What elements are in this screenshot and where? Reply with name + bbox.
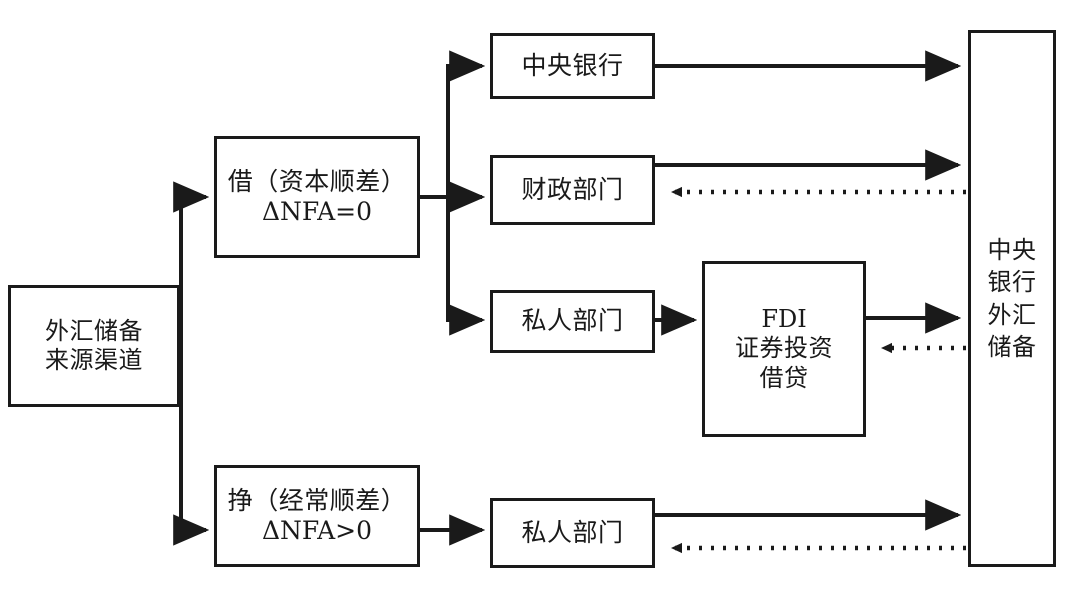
node-earn-line-2: ΔNFA>0 (261, 516, 372, 545)
node-private-sector-upper[interactable]: 私人部门 (490, 290, 655, 353)
node-source-channels[interactable]: 外汇储备 来源渠道 (8, 285, 180, 407)
node-source-line-1: 外汇储备 (45, 316, 143, 345)
node-fdi-line-3: 借贷 (759, 363, 809, 392)
node-central-bank-fx-reserves[interactable]: 中央 银行 外汇 储备 (968, 30, 1056, 567)
node-fiscal-department[interactable]: 财政部门 (490, 155, 655, 225)
node-source-line-2: 来源渠道 (45, 346, 143, 374)
node-reserves-line-4: 储备 (987, 332, 1037, 361)
node-fdi-line-2: 证券投资 (735, 334, 833, 363)
node-reserves-line-2: 银行 (987, 268, 1037, 297)
edge-borrow-to-private-upper (446, 197, 486, 336)
edge-source-to-borrow (173, 181, 210, 348)
node-fdi-line-1: FDI (761, 305, 807, 334)
node-reserves-line-1: 中央 (987, 235, 1037, 264)
node-central-bank[interactable]: 中央银行 (490, 33, 655, 99)
node-private-lower-label: 私人部门 (521, 517, 624, 547)
node-fdi-portfolio-lending[interactable]: FDI 证券投资 借贷 (702, 261, 866, 437)
node-borrow-line-2: ΔNFA=0 (261, 197, 372, 226)
node-reserves-line-3: 外汇 (987, 300, 1037, 329)
node-private-sector-lower[interactable]: 私人部门 (490, 498, 655, 568)
node-private-upper-label: 私人部门 (521, 306, 624, 336)
edge-borrow-to-central-bank (420, 50, 486, 199)
node-earn-current-surplus[interactable]: 挣（经常顺差） ΔNFA>0 (214, 465, 420, 567)
node-borrow-line-1: 借（资本顺差） (227, 166, 407, 196)
node-borrow-capital-surplus[interactable]: 借（资本顺差） ΔNFA=0 (214, 136, 420, 258)
edge-source-to-earn (173, 344, 210, 546)
node-fiscal-label: 财政部门 (521, 174, 624, 204)
node-central-bank-label: 中央银行 (521, 50, 624, 80)
node-earn-line-1: 挣（经常顺差） (227, 485, 407, 515)
